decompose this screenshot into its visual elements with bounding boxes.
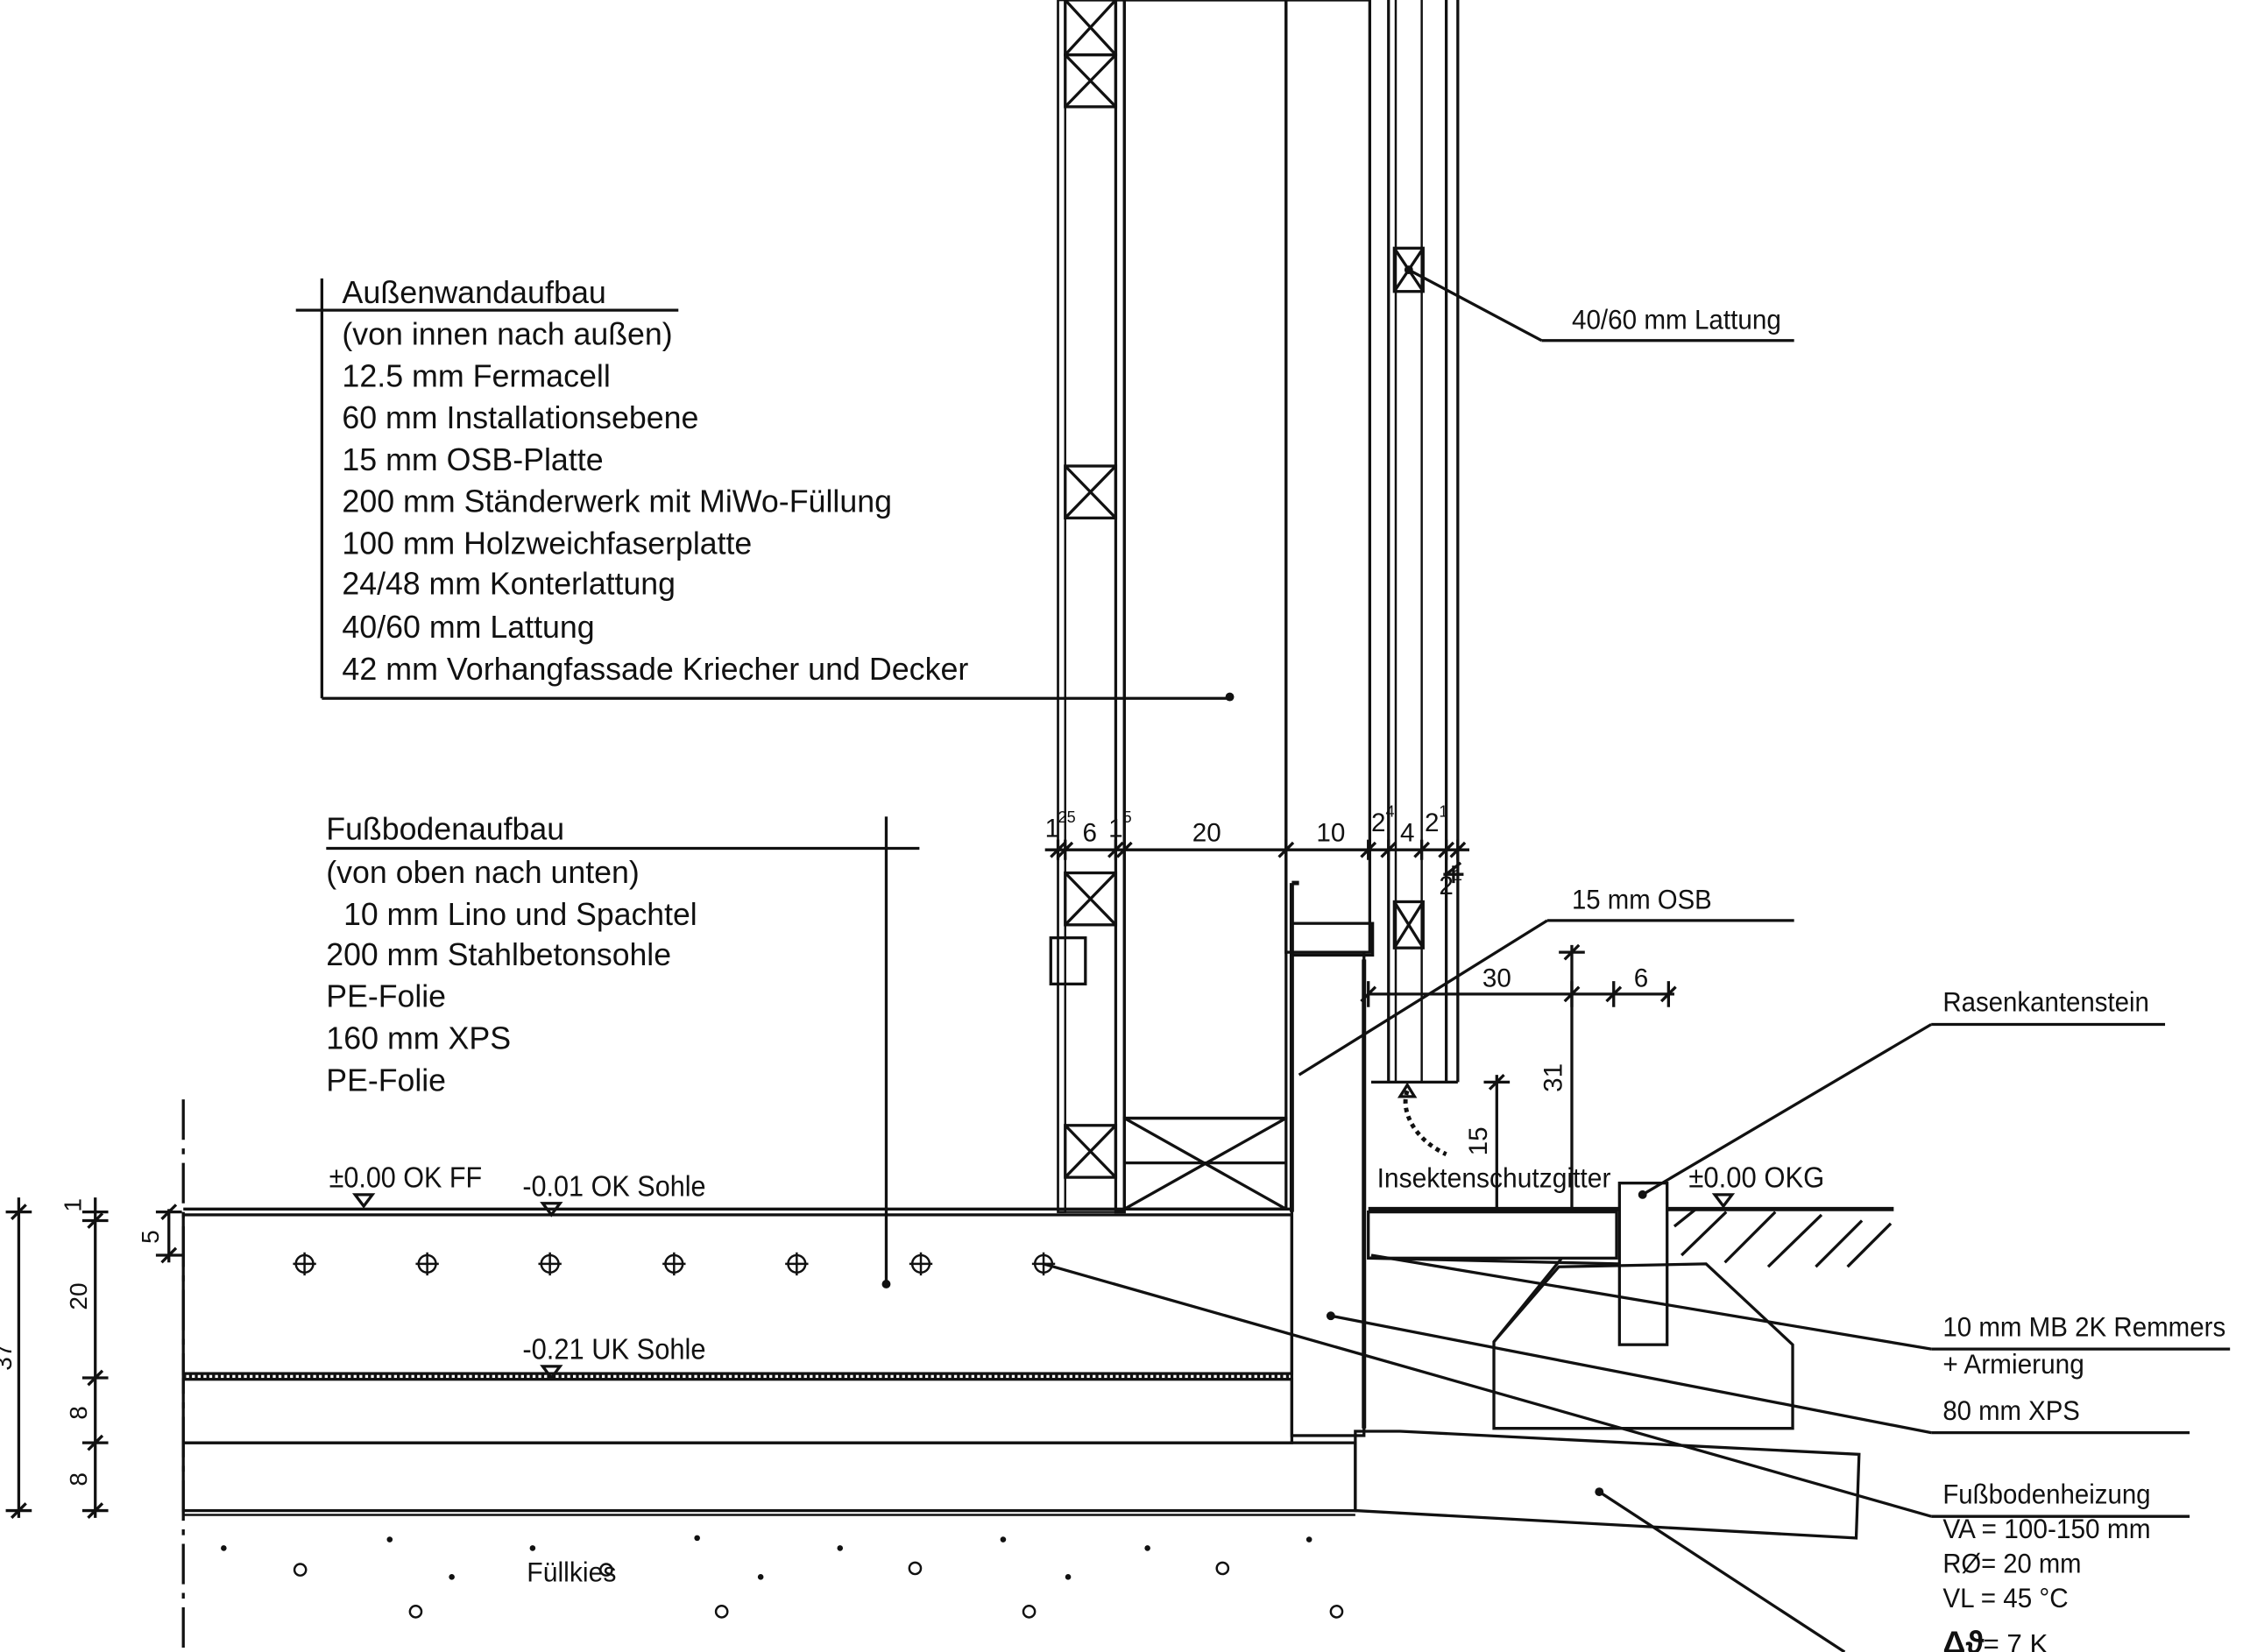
wall-legend-line: 15 mm OSB-Platte (342, 441, 603, 477)
floor-slab (181, 1207, 1357, 1513)
dim-wall-1: 1 (1045, 814, 1060, 843)
base-dimensions (1360, 943, 1677, 1210)
level-okg: ±0.00 OKG (1688, 1161, 1824, 1194)
level-markers (351, 1193, 1736, 1380)
dim-wall-9-sup: 1 (1454, 866, 1462, 884)
heating-pipes (293, 1252, 1056, 1276)
dim-base-30: 30 (1482, 964, 1511, 993)
installation-battens (1064, 0, 1118, 1179)
floor-legend-line: PE-Folie (326, 978, 446, 1014)
level-okff: ±0.00 OK FF (329, 1161, 483, 1194)
dim-wall-2: 6 (1083, 818, 1098, 847)
plinth-insulation (1289, 880, 1375, 1437)
wall-legend: Außenwandaufbau (von innen nach außen) 1… (295, 274, 1235, 702)
dim-base-31: 31 (1539, 1063, 1567, 1092)
exterior-wall (1049, 0, 1460, 1214)
callout-xps: 80 mm XPS (1942, 1395, 2079, 1426)
dim-left-1: 1 (59, 1198, 86, 1212)
left-dimensions (5, 1197, 182, 1519)
floor-legend-line: (von oben nach unten) (326, 854, 639, 890)
level-uk-sohle: -0.21 UK Sohle (522, 1333, 705, 1366)
dim-wall-9: 2 (1439, 872, 1454, 900)
floor-legend-line: PE-Folie (326, 1062, 446, 1098)
dim-wall-3-sup: 5 (1123, 808, 1132, 826)
wall-legend-line: (von innen nach außen) (342, 316, 672, 352)
callout-lattung: 40/60 mm Lattung (1572, 305, 1781, 335)
dim-wall-3: 1 (1108, 814, 1123, 843)
callout-heating-title: Fußbodenheizung (1942, 1479, 2150, 1509)
floor-legend-line: 10 mm Lino und Spachtel (326, 896, 697, 932)
wall-legend-line: 200 mm Ständerwerk mit MiWo-Füllung (342, 484, 892, 519)
fill-gravel (183, 1514, 1355, 1619)
dim-left-8b: 8 (65, 1472, 92, 1486)
wall-legend-line: 42 mm Vorhangfassade Kriecher und Decker (342, 651, 968, 687)
wall-legend-line: 100 mm Holzweichfaserplatte (342, 526, 752, 561)
callout-remmers: 10 mm MB 2K Remmers (1942, 1311, 2225, 1342)
callout-osb: 15 mm OSB (1572, 885, 1712, 915)
dim-left-5: 5 (137, 1230, 164, 1244)
callout-heating-vl: VL = 45 °C (1942, 1583, 2068, 1613)
wall-legend-title: Außenwandaufbau (342, 274, 605, 310)
floor-legend-line: 200 mm Stahlbetonsohle (326, 936, 671, 972)
label-insektenschutzgitter: Insektenschutzgitter (1377, 1163, 1611, 1194)
callout-delta-symbol: Δϑ (1942, 1625, 1985, 1652)
floor-legend-line: 160 mm XPS (326, 1020, 511, 1055)
wall-legend-line: 40/60 mm Lattung (342, 609, 594, 645)
exterior-ground (1354, 1082, 1894, 1540)
callout-armierung: + Armierung (1942, 1349, 2084, 1380)
dim-base-6: 6 (1634, 964, 1649, 993)
dim-wall-6: 2 (1371, 808, 1386, 837)
dim-base-15: 15 (1464, 1126, 1493, 1155)
label-fuellkies: Füllkies (527, 1557, 616, 1587)
floor-legend: Fußbodenaufbau (von oben nach unten) 10 … (326, 811, 920, 1288)
wall-dimension-chain (1044, 839, 1470, 884)
callout-rasenkantenstein: Rasenkantenstein (1942, 987, 2149, 1018)
dim-wall-8: 2 (1425, 808, 1440, 837)
wall-legend-line: 60 mm Installationsebene (342, 399, 698, 435)
dim-left-20: 20 (65, 1282, 92, 1310)
dim-wall-1-sup: 25 (1058, 808, 1076, 826)
level-ok-sohle: -0.01 OK Sohle (522, 1169, 705, 1202)
dim-wall-7: 4 (1400, 818, 1415, 847)
wall-legend-line: 24/48 mm Konterlattung (342, 566, 676, 602)
dim-wall-4: 20 (1192, 818, 1221, 847)
dim-wall-6-sup: 4 (1385, 802, 1394, 820)
wall-legend-line: 12.5 mm Fermacell (342, 357, 610, 393)
dim-left-8a: 8 (65, 1406, 92, 1420)
dim-wall-8-sup: 1 (1439, 802, 1447, 820)
floor-legend-title: Fußbodenaufbau (326, 811, 564, 847)
dim-left-total: 37 (0, 1344, 17, 1371)
dim-wall-5: 10 (1316, 818, 1345, 847)
callout-heating-r: RØ= 20 mm (1942, 1548, 2081, 1578)
callout-delta-value: = 7 K (1983, 1629, 2048, 1652)
callout-heating-va: VA = 100-150 mm (1942, 1514, 2150, 1544)
